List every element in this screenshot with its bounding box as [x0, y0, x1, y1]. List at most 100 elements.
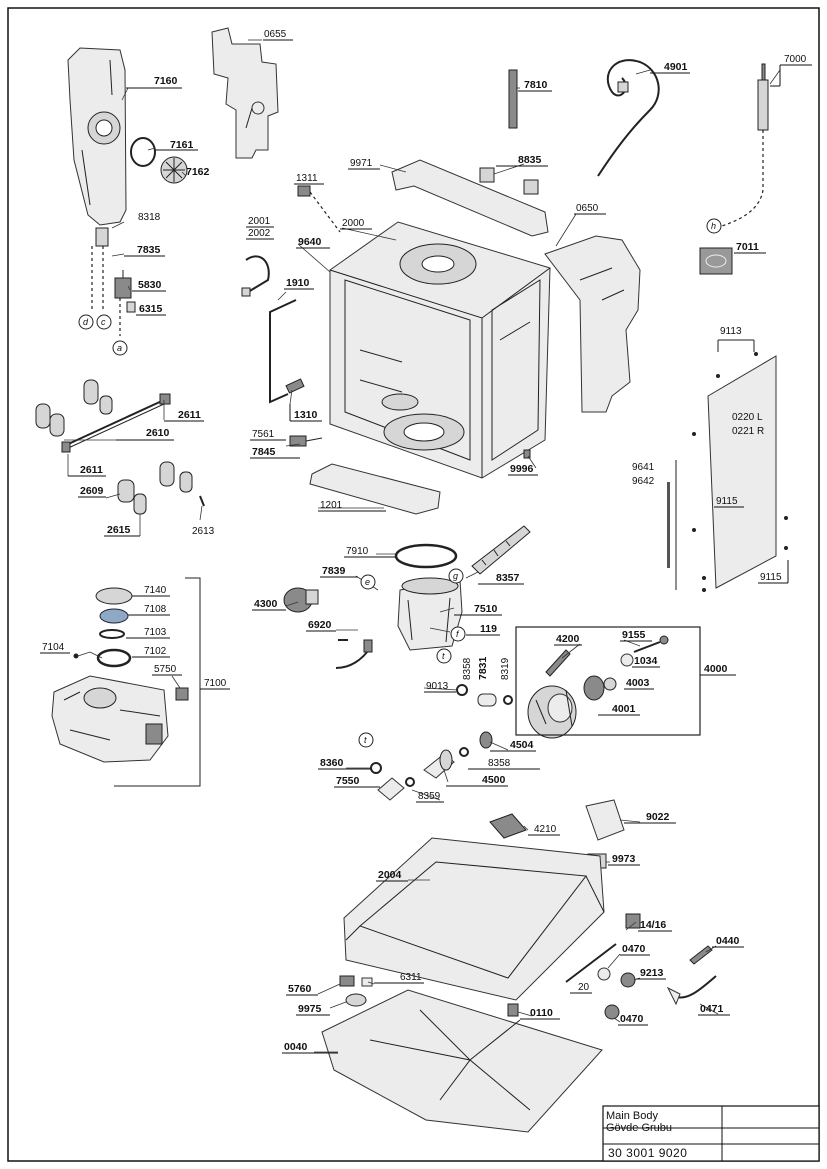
title-block: Main Body Gövde Grubu 30 3001 9020	[602, 1105, 820, 1162]
connector-d: d	[83, 317, 89, 327]
label-9640: 9640	[298, 236, 322, 248]
part-2609-foot	[117, 479, 147, 515]
part-7810-rod	[508, 69, 518, 129]
part-9996-clip	[523, 449, 531, 459]
part-5830-valve	[114, 270, 132, 299]
label-4003: 4003	[626, 677, 650, 689]
label-7845: 7845	[252, 446, 276, 458]
part-7161-ring	[130, 137, 156, 167]
label-7910: 7910	[346, 546, 369, 557]
label-4001: 4001	[612, 703, 636, 715]
connector-t-lower: t	[364, 735, 367, 745]
connector-t-upper: t	[442, 651, 445, 661]
label-7103: 7103	[144, 627, 167, 638]
label-4504: 4504	[510, 739, 534, 751]
label-9642: 9642	[632, 476, 655, 487]
label-7160: 7160	[154, 75, 178, 87]
label-7104: 7104	[42, 642, 65, 653]
label-9973: 9973	[612, 853, 636, 865]
connector-c: c	[101, 317, 106, 327]
part-2611-feet	[35, 379, 113, 437]
label-8835: 8835	[518, 154, 542, 166]
label-5760: 5760	[288, 983, 312, 995]
group-bracket-7100	[114, 577, 201, 787]
connector-circles: d c a h e g f t t	[78, 218, 722, 748]
label-20: 20	[578, 982, 590, 993]
label-9155: 9155	[622, 629, 646, 641]
part-1910-seal	[269, 299, 297, 404]
label-0655: 0655	[264, 29, 287, 40]
part-9155-screw	[633, 635, 669, 653]
part-4300-pump	[283, 587, 319, 613]
label-0440: 0440	[716, 935, 740, 947]
part-4200-heater-pin	[545, 649, 571, 677]
part-7561-lock	[289, 435, 323, 447]
drawing-code: 30 3001 9020	[608, 1146, 687, 1160]
part-9641-strip	[667, 482, 670, 568]
part-20-rod	[565, 943, 617, 983]
label-1201: 1201	[320, 500, 343, 511]
label-2611-bottom: 2611	[80, 464, 103, 476]
label-6920: 6920	[308, 619, 332, 631]
part-8319-ring	[503, 695, 513, 705]
label-8359: 8359	[418, 791, 441, 802]
part-6311-clip	[361, 977, 373, 987]
connector-h: h	[711, 221, 716, 231]
part-7510-sump	[397, 577, 463, 651]
label-4300: 4300	[254, 598, 278, 610]
label-4000: 4000	[704, 663, 728, 675]
label-4901: 4901	[664, 61, 688, 73]
label-9213: 9213	[640, 967, 664, 979]
group-bracket-9113	[717, 339, 755, 352]
part-2000-tub	[329, 221, 551, 479]
part-4210-module	[489, 813, 527, 839]
label-7161: 7161	[170, 139, 194, 151]
label-7550: 7550	[336, 775, 360, 787]
connector-g: g	[453, 571, 458, 581]
label-7162: 7162	[186, 166, 210, 178]
label-8318: 8318	[138, 212, 161, 223]
connector-f: f	[456, 629, 460, 639]
label-7835: 7835	[137, 244, 161, 256]
group-box-4000	[515, 626, 701, 736]
part-1201-frame-bar	[309, 463, 441, 515]
part-2001-hook	[241, 255, 270, 297]
part-4504-fitting	[479, 731, 493, 749]
label-0650: 0650	[576, 203, 599, 214]
label-7140: 7140	[144, 585, 167, 596]
label-9022: 9022	[646, 811, 670, 823]
part-0220-side-panel	[692, 352, 788, 592]
part-2004-base-frame	[343, 837, 605, 1001]
part-8360-clamp	[370, 762, 382, 774]
part-5760-switch	[339, 975, 355, 987]
part-8835-brackets	[479, 167, 539, 195]
part-7104-clip	[73, 653, 79, 659]
part-7103-ring	[99, 629, 125, 639]
part-labels: 0655 7160 7161 7162 8318 7835 5830 6315 …	[40, 29, 812, 1054]
part-7160-softener-column	[67, 47, 127, 247]
part-7011-pad	[699, 247, 733, 275]
connector-e: e	[365, 577, 370, 587]
label-8358-vertical: 8358	[462, 657, 473, 680]
label-0221: 0221 R	[732, 426, 764, 437]
label-4210: 4210	[534, 824, 557, 835]
part-7108-disc	[99, 608, 129, 624]
label-0470-bottom: 0470	[620, 1013, 644, 1025]
cable-dashed-h	[721, 130, 764, 227]
part-4500-outlet	[423, 749, 455, 779]
part-1416-bracket	[625, 913, 641, 929]
part-1310-screw	[285, 378, 305, 394]
label-6315: 6315	[139, 303, 163, 315]
label-7108: 7108	[144, 604, 167, 615]
label-7831: 7831	[477, 656, 489, 680]
part-0040-base-tray	[321, 989, 603, 1133]
label-6311: 6311	[400, 972, 422, 983]
part-7831-tube	[477, 693, 497, 707]
part-7102-ring	[96, 648, 132, 668]
label-1311: 1311	[296, 173, 318, 184]
part-7140-cap	[95, 587, 133, 605]
label-5830: 5830	[138, 279, 162, 291]
part-1311-screw	[297, 185, 341, 233]
part-4001-impeller	[583, 675, 605, 701]
label-9641: 9641	[632, 462, 655, 473]
